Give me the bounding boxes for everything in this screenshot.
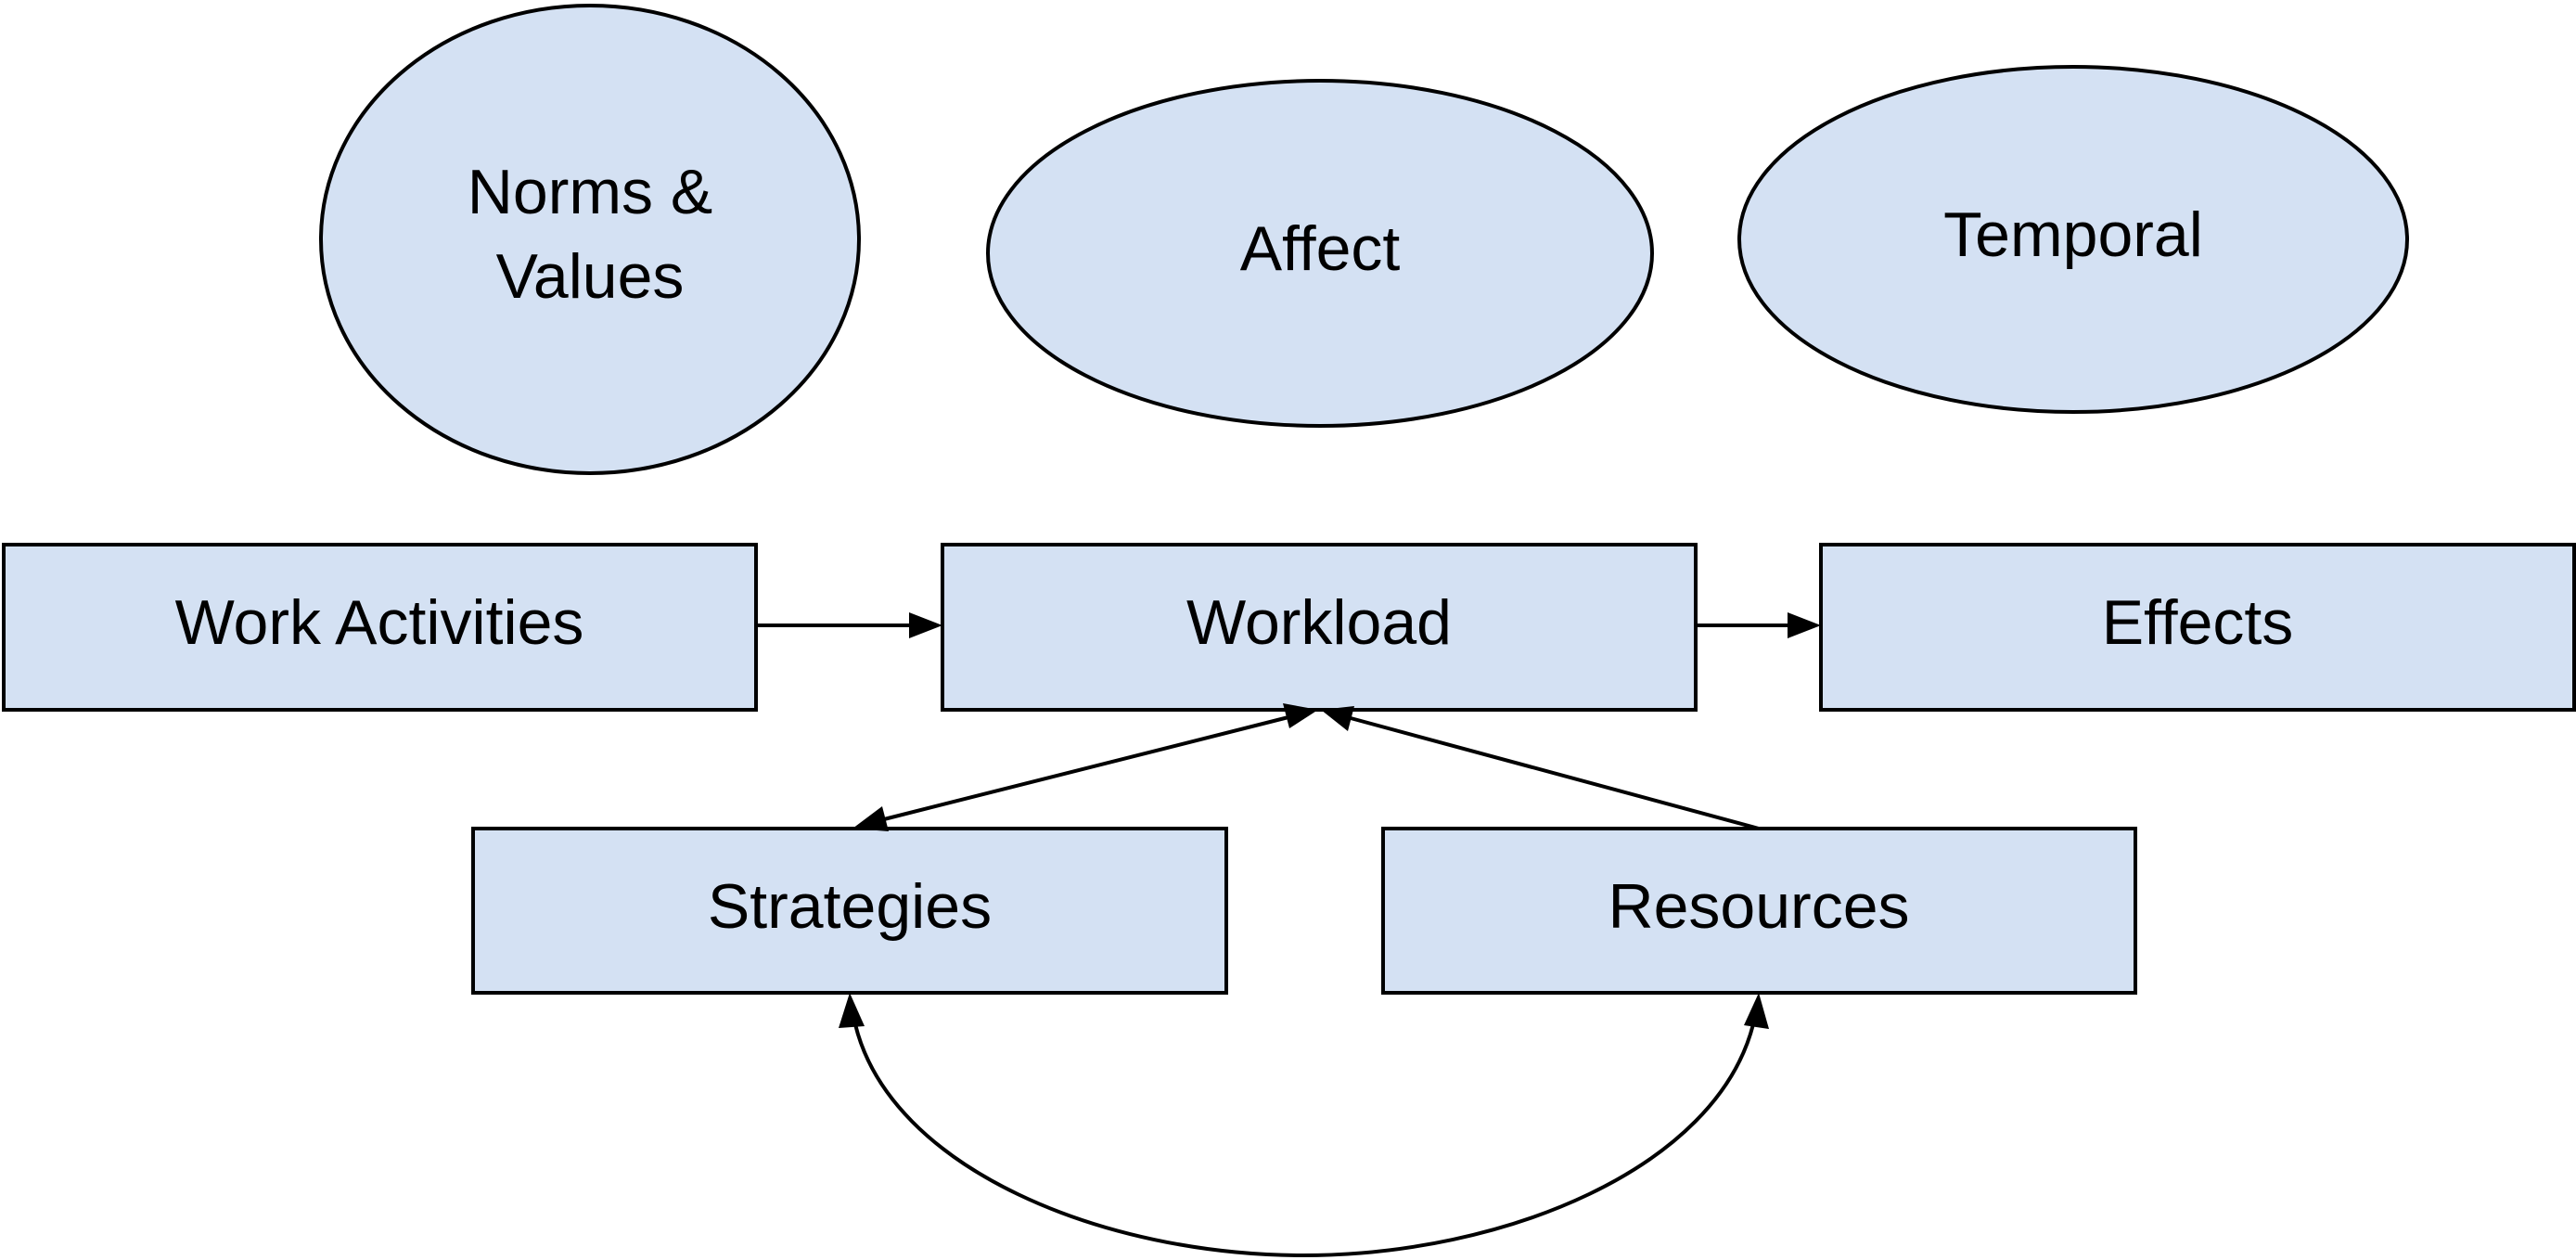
effects-box [1819, 543, 2576, 712]
strategies-label: Strategies [708, 871, 992, 942]
arrowhead-effects-left [1788, 612, 1821, 638]
resources-label: Resources [1608, 871, 1909, 942]
temporal-label: Temporal [1943, 199, 2203, 270]
node-temporal: Temporal [1737, 65, 2409, 414]
arrowhead-strategies-top [852, 806, 889, 831]
arrowhead-workload-left [909, 612, 942, 638]
resources-box [1381, 827, 2137, 995]
arrowhead-workload-from-strategies [1283, 703, 1318, 728]
node-norms-values: Norms & Values [319, 4, 861, 475]
affect-ellipse [986, 79, 1654, 428]
node-affect: Affect [986, 79, 1654, 428]
affect-label: Affect [1240, 213, 1401, 284]
strategies-box [471, 827, 1228, 995]
temporal-ellipse [1737, 65, 2409, 414]
node-strategies: Strategies [471, 827, 1228, 995]
arrowhead-resources-bottom [1744, 993, 1769, 1029]
workload-label: Workload [1186, 587, 1452, 658]
arrowhead-workload-from-resources [1321, 706, 1354, 731]
work-activities-label: Work Activities [175, 587, 584, 658]
node-workload: Workload [941, 543, 1698, 712]
node-work-activities: Work Activities [2, 543, 758, 712]
edge-strategies-resources-curve [853, 1023, 1755, 1258]
norms-values-label-line1: Norms & [468, 157, 712, 227]
node-resources: Resources [1381, 827, 2137, 995]
edge-workload-strategies [883, 715, 1289, 821]
norms-values-label-line2: Values [496, 241, 685, 312]
work-activities-box [2, 543, 758, 712]
edges [756, 612, 1821, 1258]
edge-resources-to-workload [1350, 716, 1760, 830]
norms-values-ellipse [319, 4, 861, 475]
effects-label: Effects [2102, 587, 2294, 658]
node-effects: Effects [1819, 543, 2576, 712]
arrowhead-strategies-bottom [839, 993, 865, 1028]
